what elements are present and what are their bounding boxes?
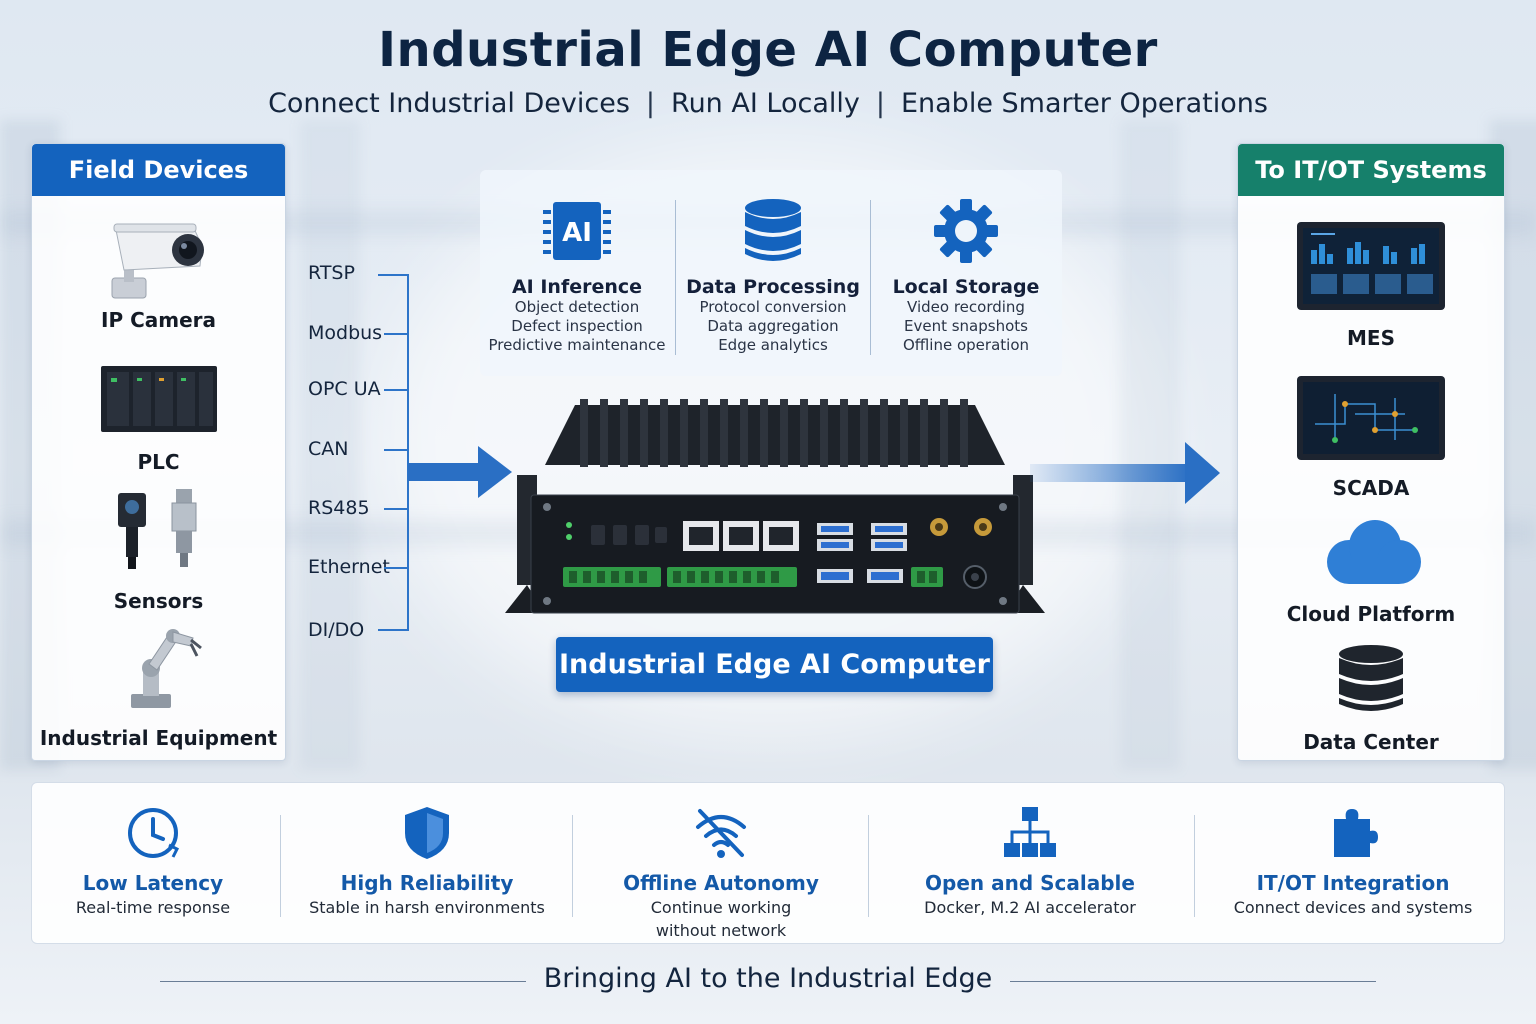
system-scada: SCADA (1238, 374, 1504, 500)
device-label: Sensors (113, 589, 204, 613)
device-label: PLC (137, 450, 180, 474)
feature-data-processing: Data Processing Protocol conversion Data… (676, 170, 870, 355)
system-data-center: Data Center (1238, 644, 1504, 754)
benefit-offline-autonomy: Offline Autonomy Continue working withou… (578, 783, 864, 941)
scada-monitor-icon (1297, 376, 1445, 460)
benefit-divider (868, 815, 869, 917)
benefits-strip: Low Latency Real-time response High Reli… (31, 782, 1505, 944)
puzzle-icon (1334, 809, 1378, 857)
protocol-rtsp: RTSP (308, 262, 355, 284)
subtitle-separator: | (645, 88, 656, 119)
feature-line: Edge analytics (718, 336, 828, 354)
clock-icon (128, 808, 180, 858)
feature-title: Data Processing (686, 276, 860, 298)
feature-divider (675, 200, 676, 355)
protocol-ethernet: Ethernet (308, 556, 390, 578)
feature-title: AI Inference (511, 276, 643, 298)
system-cloud-platform: Cloud Platform (1238, 518, 1504, 626)
system-label: SCADA (1332, 476, 1410, 500)
edge-capabilities-card: AI AI Inference Object detection Defect … (480, 170, 1062, 376)
feature-line: Protocol conversion (699, 298, 847, 316)
device-industrial-equipment: Industrial Equipment (32, 622, 285, 750)
edge-computer-label: Industrial Edge AI Computer (556, 637, 993, 692)
protocol-di-do: DI/DO (308, 619, 365, 641)
benefit-line: Real-time response (75, 898, 231, 917)
device-label: Industrial Equipment (39, 726, 278, 750)
wifi-off-icon (696, 809, 746, 858)
network-tree-icon (1004, 807, 1056, 857)
benefit-low-latency: Low Latency Real-time response (32, 783, 274, 918)
benefit-divider (280, 815, 281, 917)
feature-line: Object detection (514, 298, 640, 316)
tagline-rule-left (160, 981, 526, 982)
field-devices-heading: Field Devices (32, 144, 285, 196)
ip-camera-icon (111, 223, 204, 299)
plc-icon (100, 366, 217, 432)
it-ot-systems-panel: To IT/OT Systems MES (1237, 143, 1505, 761)
device-sensors: Sensors (32, 487, 285, 613)
benefit-title: High Reliability (340, 871, 514, 895)
benefit-divider (572, 815, 573, 917)
page-subtitle: Connect Industrial Devices | Run AI Locall… (0, 88, 1536, 119)
benefit-open-scalable: Open and Scalable Docker, M.2 AI acceler… (874, 783, 1186, 918)
server-stack-icon (1339, 645, 1403, 711)
device-label: IP Camera (101, 308, 216, 332)
protocol-bracket-connector (378, 274, 512, 631)
benefit-line: Continue working (650, 898, 792, 917)
protocol-opc-ua: OPC UA (308, 378, 381, 400)
system-label: MES (1347, 326, 1395, 350)
feature-line: Offline operation (903, 336, 1029, 354)
it-ot-systems-heading: To IT/OT Systems (1238, 144, 1504, 196)
system-label: Data Center (1303, 730, 1439, 754)
field-devices-panel: Field Devices IP Camera PLC (31, 143, 286, 761)
protocol-modbus: Modbus (308, 322, 383, 344)
ai-chip-icon: AI (543, 202, 611, 260)
benefit-line: Docker, M.2 AI accelerator (924, 898, 1136, 917)
ai-chip-text: AI (562, 218, 592, 248)
robot-arm-icon (130, 629, 202, 708)
dashboard-monitor-icon (1297, 222, 1445, 310)
feature-line: Data aggregation (707, 317, 839, 335)
benefit-title: Open and Scalable (925, 871, 1135, 895)
feature-line: Defect inspection (511, 317, 643, 335)
protocol-can: CAN (308, 438, 349, 460)
feature-title: Local Storage (892, 276, 1040, 298)
subtitle-part-smarter: Enable Smarter Operations (900, 88, 1268, 119)
edge-computer-illustration (505, 399, 1045, 614)
gear-icon (934, 199, 998, 263)
subtitle-separator: | (875, 88, 885, 119)
database-icon (745, 199, 801, 261)
subtitle-part-connect: Connect Industrial Devices (268, 88, 630, 119)
output-arrow (1030, 442, 1220, 504)
benefit-line: Stable in harsh environments (309, 898, 545, 917)
tagline: Bringing AI to the Industrial Edge (543, 963, 993, 994)
system-label: Cloud Platform (1286, 602, 1456, 626)
page-title: Industrial Edge AI Computer (378, 22, 1158, 78)
feature-line: Event snapshots (904, 317, 1028, 335)
device-plc: PLC (32, 362, 285, 474)
benefit-it-ot-integration: IT/OT Integration Connect devices and sy… (1200, 783, 1506, 918)
benefit-line: Connect devices and systems (1233, 898, 1473, 917)
benefit-title: IT/OT Integration (1256, 871, 1450, 895)
feature-local-storage: Local Storage Video recording Event snap… (869, 170, 1063, 355)
feature-ai-inference: AI AI Inference Object detection Defect … (480, 170, 674, 355)
system-mes: MES (1238, 220, 1504, 350)
feature-divider (870, 200, 871, 355)
cloud-icon (1327, 520, 1421, 584)
benefit-divider (1194, 815, 1195, 917)
subtitle-part-run-ai: Run AI Locally (671, 88, 860, 119)
sensors-icon (117, 489, 196, 569)
feature-line: Video recording (907, 298, 1025, 316)
benefit-title: Low Latency (82, 871, 224, 895)
benefit-title: Offline Autonomy (623, 871, 819, 895)
device-ip-camera: IP Camera (32, 216, 285, 332)
shield-icon (405, 807, 449, 859)
tagline-rule-right (1010, 981, 1376, 982)
protocol-rs485: RS485 (308, 497, 370, 519)
feature-line: Predictive maintenance (488, 336, 666, 354)
benefit-high-reliability: High Reliability Stable in harsh environ… (286, 783, 568, 918)
benefit-line: without network (655, 921, 787, 940)
